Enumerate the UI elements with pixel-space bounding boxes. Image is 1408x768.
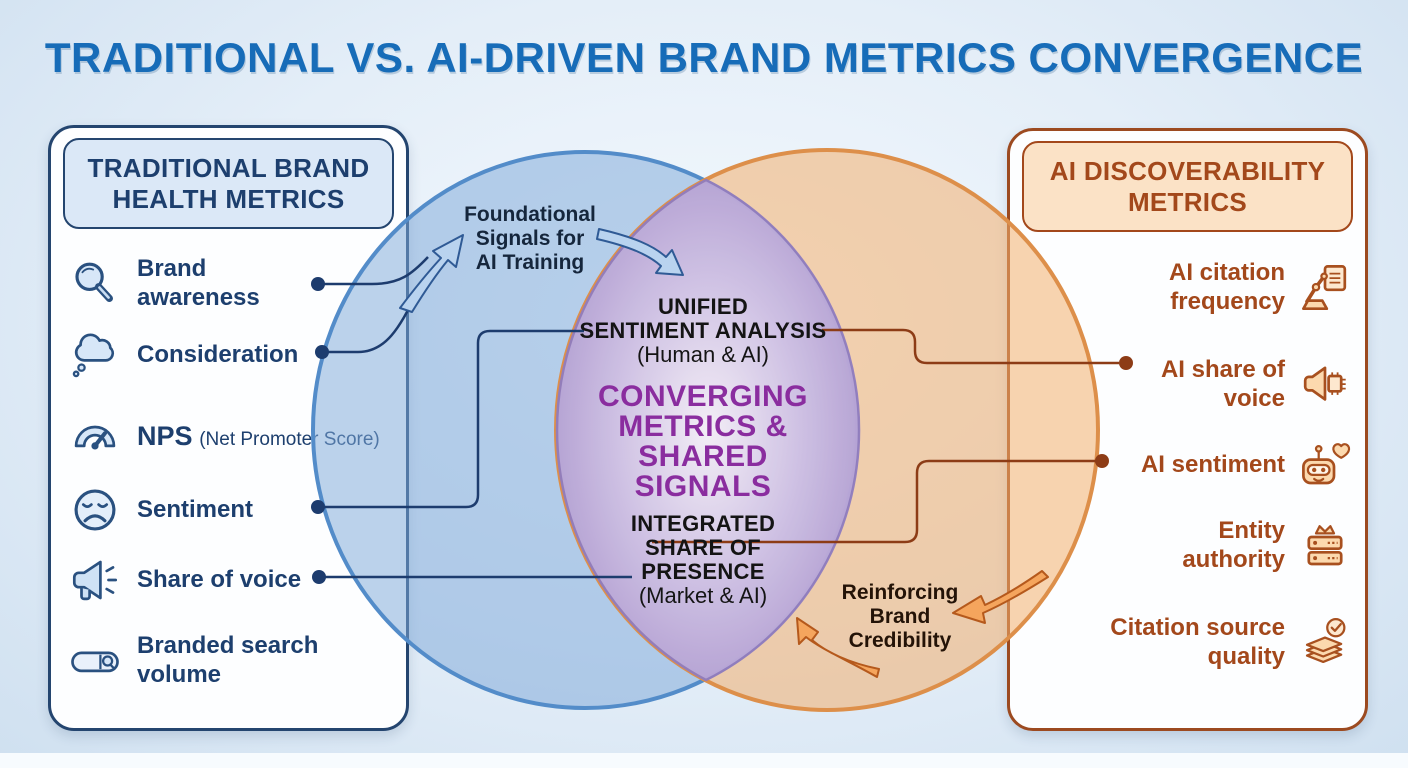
item-label: Sentiment	[137, 495, 254, 523]
item-label: Branded search volume	[137, 632, 319, 688]
list-item-ai-citation-frequency: AI citation frequency	[1023, 256, 1353, 320]
list-item-brand-awareness: Brand awareness	[67, 252, 382, 316]
list-item-share-of-voice: Share of voice	[67, 548, 382, 612]
item-label: Share of voice	[137, 565, 302, 593]
search-bar-icon	[67, 633, 123, 689]
converging-metrics-block: CONVERGING METRICS & SHARED SIGNALS	[563, 382, 843, 502]
item-label: AI citation frequency	[1168, 259, 1285, 315]
foundational-line-1: Foundational	[464, 203, 596, 226]
item-label: Brand awareness	[137, 255, 260, 311]
thought-bubble-icon	[67, 327, 123, 383]
integrated-presence-block: INTEGRATED SHARE OF PRESENCE (Market & A…	[553, 512, 853, 608]
robot-arm-document-icon	[1297, 260, 1353, 316]
traditional-panel-title: TRADITIONAL BRAND HEALTH METRICS	[63, 138, 394, 230]
item-label: Consideration	[137, 340, 299, 368]
list-item-citation-source-quality: Citation source quality	[1023, 611, 1353, 675]
unified-line-2: SENTIMENT ANALYSIS	[579, 318, 827, 343]
certified-books-icon	[1297, 615, 1353, 671]
gauge-icon	[67, 408, 123, 464]
foundational-line-2: Signals for	[475, 227, 585, 250]
item-label-main: NPS	[137, 420, 193, 451]
foundational-line-3: AI Training	[475, 251, 585, 274]
integrated-line-1: INTEGRATED	[630, 511, 776, 536]
list-item-nps: NPS (Net Promoter Score)	[67, 404, 382, 468]
robot-heart-icon	[1297, 437, 1353, 493]
converging-line-2: METRICS &	[618, 410, 788, 443]
foundational-signals-label: Foundational Signals for AI Training	[450, 203, 610, 275]
traditional-metrics-panel: TRADITIONAL BRAND HEALTH METRICS Brand a…	[48, 125, 409, 731]
reinforcing-line-3: Credibility	[848, 629, 952, 652]
bottom-margin-strip	[0, 753, 1408, 768]
magnifier-icon	[67, 256, 123, 312]
unified-sentiment-block: UNIFIED SENTIMENT ANALYSIS (Human & AI)	[553, 295, 853, 367]
list-item-sentiment: Sentiment	[67, 478, 382, 542]
reinforcing-credibility-label: Reinforcing Brand Credibility	[820, 581, 980, 653]
ai-panel-title: AI DISCOVERABILITY METRICS	[1022, 141, 1353, 233]
reinforcing-line-1: Reinforcing	[841, 581, 959, 604]
list-item-ai-sentiment: AI sentiment	[1023, 433, 1353, 497]
megaphone-icon	[67, 552, 123, 608]
item-label: Entity authority	[1182, 517, 1285, 573]
integrated-line-2: SHARE OF	[644, 535, 762, 560]
ai-metrics-panel: AI DISCOVERABILITY METRICS AI citation f…	[1007, 128, 1368, 731]
list-item-consideration: Consideration	[67, 323, 382, 387]
item-label: Citation source quality	[1110, 614, 1285, 670]
item-label: AI share of voice	[1160, 356, 1285, 412]
list-item-branded-search: Branded search volume	[67, 629, 382, 693]
server-crown-icon	[1297, 518, 1353, 574]
list-item-entity-authority: Entity authority	[1023, 514, 1353, 578]
item-label: AI sentiment	[1140, 450, 1285, 478]
converging-line-4: SIGNALS	[634, 470, 772, 503]
ai-megaphone-icon	[1297, 357, 1353, 413]
unified-line-3: (Human & AI)	[636, 342, 770, 367]
reinforcing-line-2: Brand	[869, 605, 931, 628]
item-label: NPS (Net Promoter Score)	[137, 420, 380, 453]
list-item-ai-share-of-voice: AI share of voice	[1023, 353, 1353, 417]
page-title: TRADITIONAL VS. AI-DRIVEN BRAND METRICS …	[44, 34, 1364, 81]
integrated-line-3: PRESENCE	[641, 559, 765, 584]
item-label-note: (Net Promoter Score)	[199, 428, 380, 450]
converging-line-1: CONVERGING	[597, 380, 809, 413]
integrated-line-4: (Market & AI)	[638, 583, 768, 608]
converging-line-3: SHARED	[638, 440, 768, 473]
unified-line-1: UNIFIED	[657, 294, 749, 319]
sad-face-icon	[67, 482, 123, 538]
